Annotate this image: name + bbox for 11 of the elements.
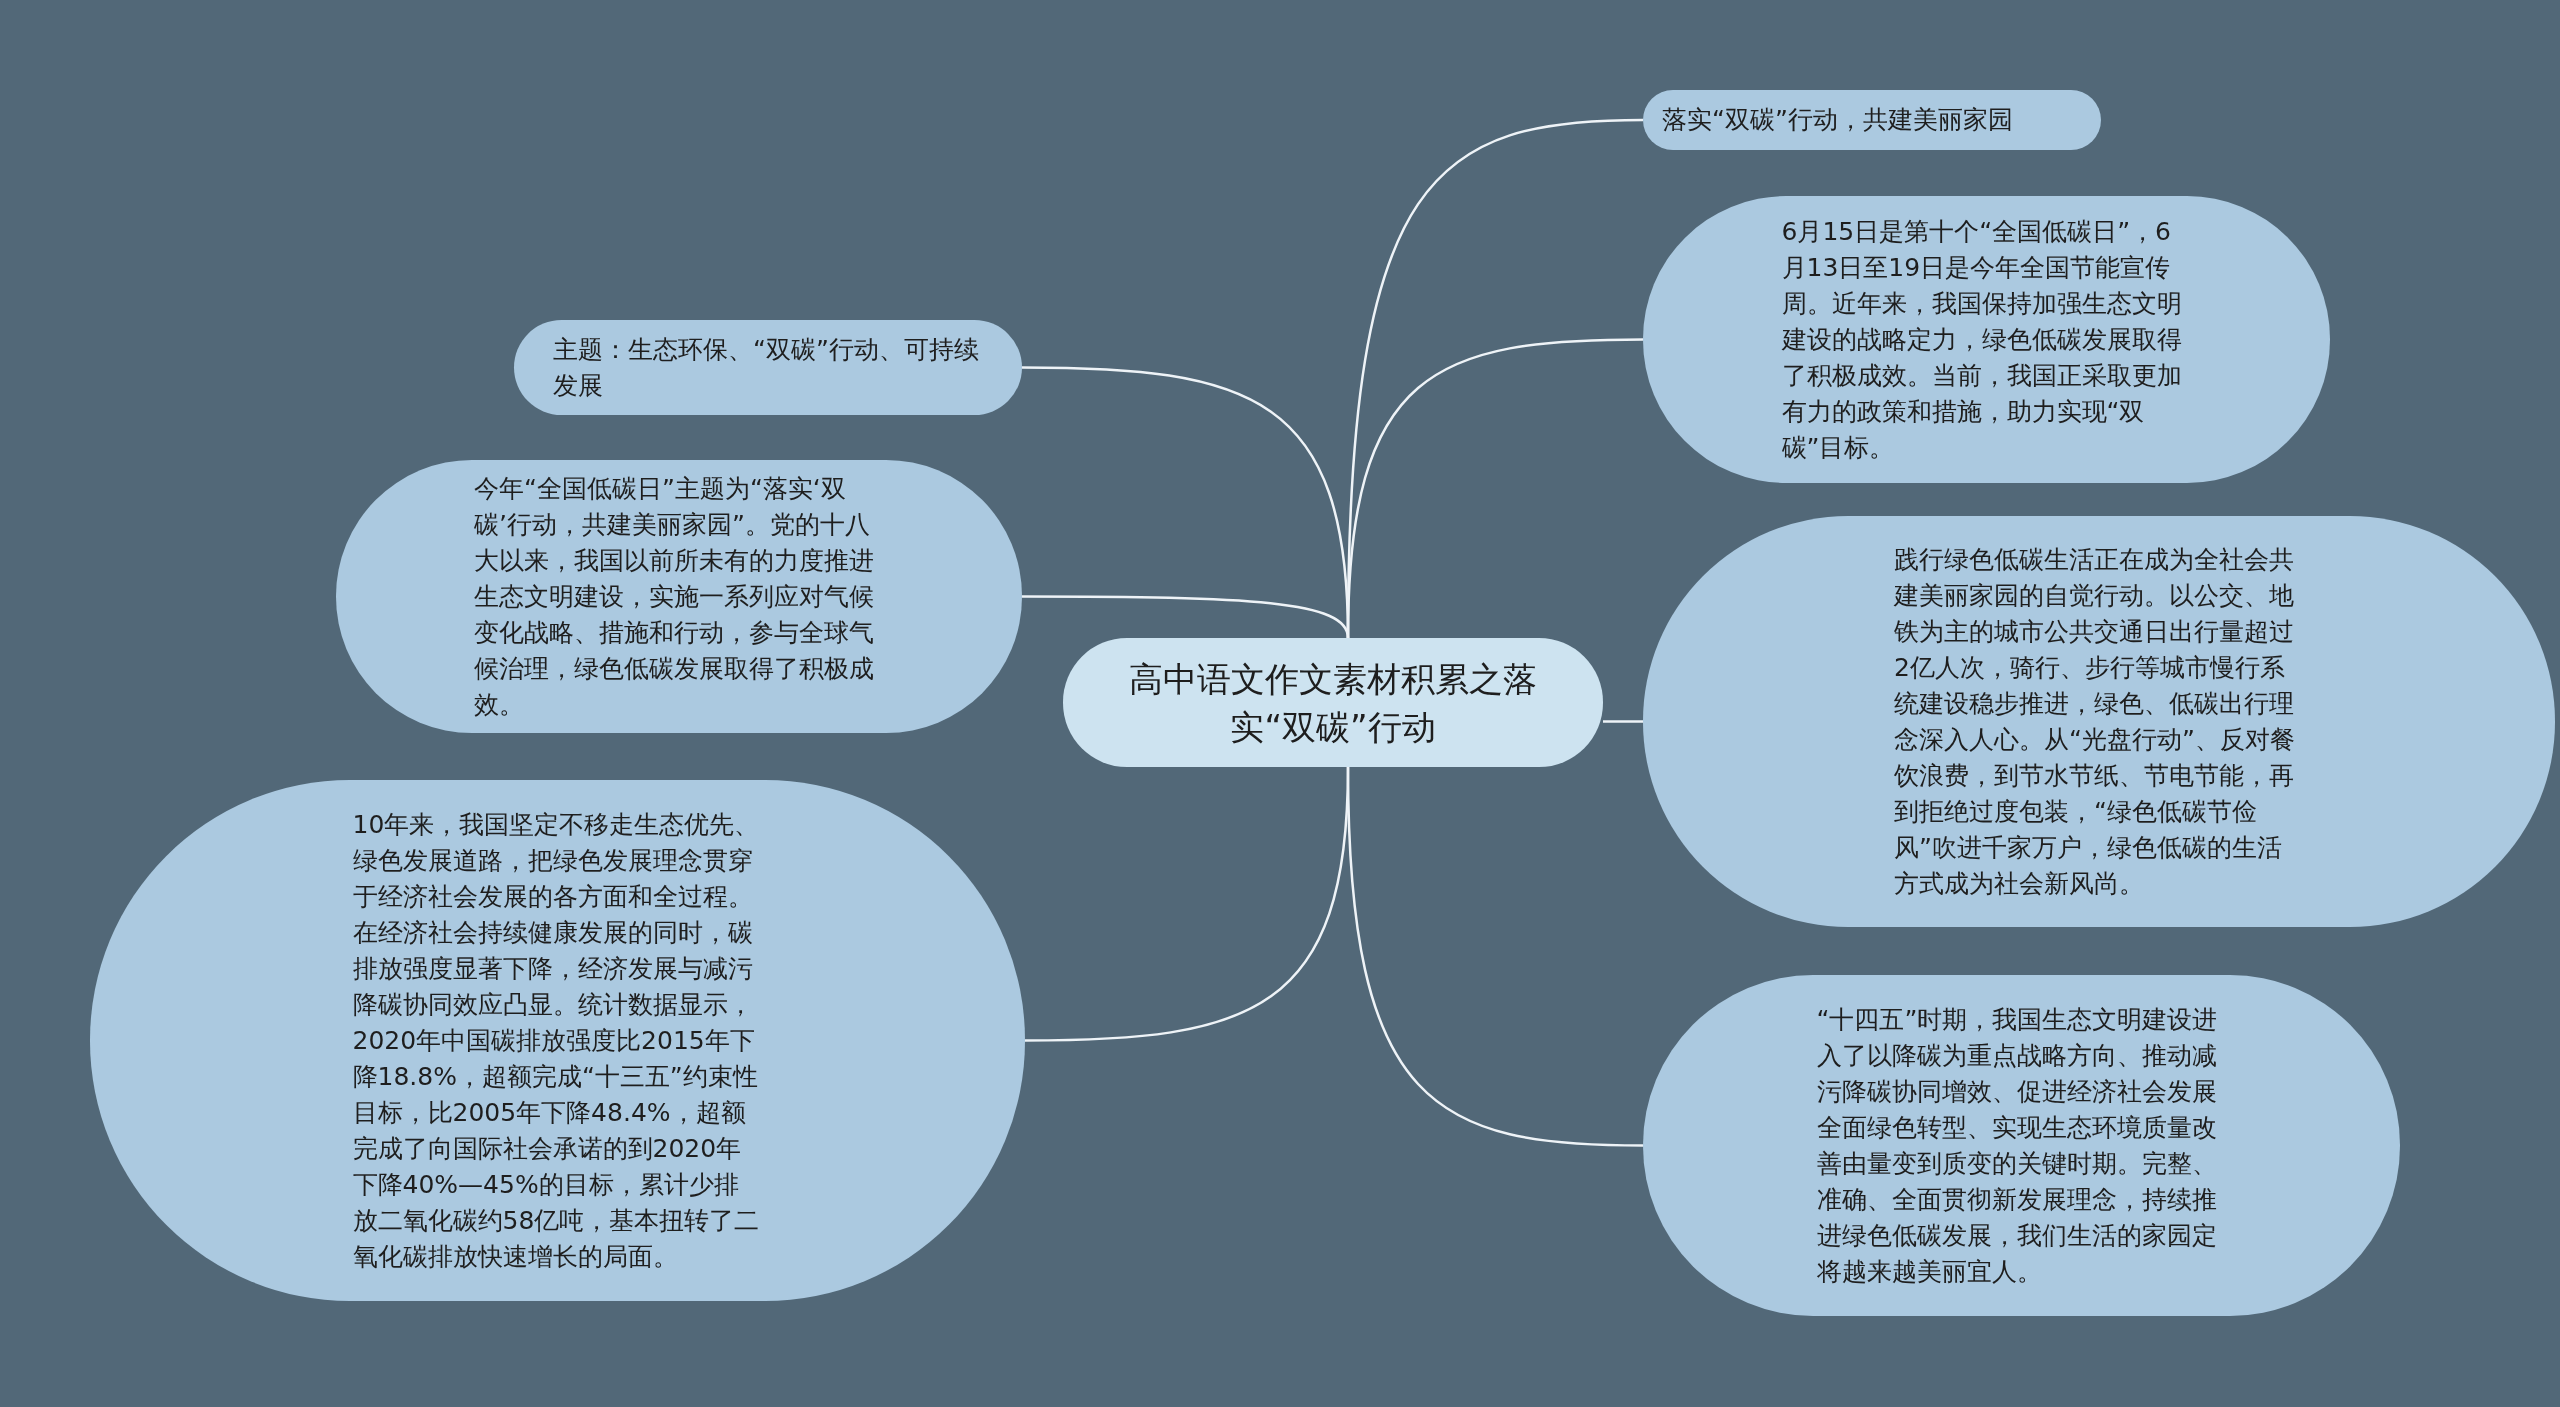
central-topic-pill: 高中语文作文素材积累之落实“双碳”行动 [1063,638,1603,767]
connector-line [1346,766,1644,1147]
topic-pill: 落实“双碳”行动，共建美丽家园 [1643,90,2101,150]
connector-line [1346,338,1643,639]
topic-pill: 主题：生态环保、“双碳”行动、可持续发展 [514,320,1022,415]
topic-pill: “十四五”时期，我国生态文明建设进入了以降碳为重点战略方向、推动减污降碳协同增效、促进经济社会发展全面绿色转型、实现生态环境质量改善由量变到质变的关键时期。完整、准确、全面贯彻新发展理念，持续推进绿色低碳发展，我们生活的家园定将越来越美丽宜人。 [1643,975,2400,1316]
topic-pill: 10年来，我国坚定不移走生态优先、绿色发展道路，把绿色发展理念贯穿于经济社会发展的各方面和全过程。在经济社会持续健康发展的同时，碳排放强度显著下降，经济发展与减污降碳协同效应凸显。统计数据显示，2020年中国碳排放强度比2015年下降18.8%，超额完成“十三五”约束性目标，比2005年下降48.4%，超额完成了向国际社会承诺的到2020年下降40%—45%的目标，累计少排放二氧化碳约58亿吨，基本扭转了二氧化碳排放快速增长的局面。 [90,780,1025,1301]
topic-pill: 6月15日是第十个“全国低碳日”，6月13日至19日是今年全国节能宣传周。近年来，我国保持加强生态文明建设的战略定力，绿色低碳发展取得了积极成效。当前，我国正采取更加有力的政策和措施，助力实现“双碳”目标。 [1643,196,2330,483]
connector-line [1603,720,1643,723]
topic-pill: 今年“全国低碳日”主题为“落实‘双碳’行动，共建美丽家园”。党的十八大以来，我国以前所未有的力度推进生态文明建设，实施一系列应对气候变化战略、措施和行动，参与全球气候治理，绿色低碳发展取得了积极成效。 [336,460,1022,733]
topic-pill: 践行绿色低碳生活正在成为全社会共建美丽家园的自觉行动。以公交、地铁为主的城市公共交通日出行量超过2亿人次，骑行、步行等城市慢行系统建设稳步推进，绿色、低碳出行理念深入人心。从“光盘行动”、反对餐饮浪费，到节水节纸、节电节能，再到拒绝过度包装，“绿色低碳节俭风”吹进千家万户，绿色低碳的生活方式成为社会新风尚。 [1643,516,2555,927]
